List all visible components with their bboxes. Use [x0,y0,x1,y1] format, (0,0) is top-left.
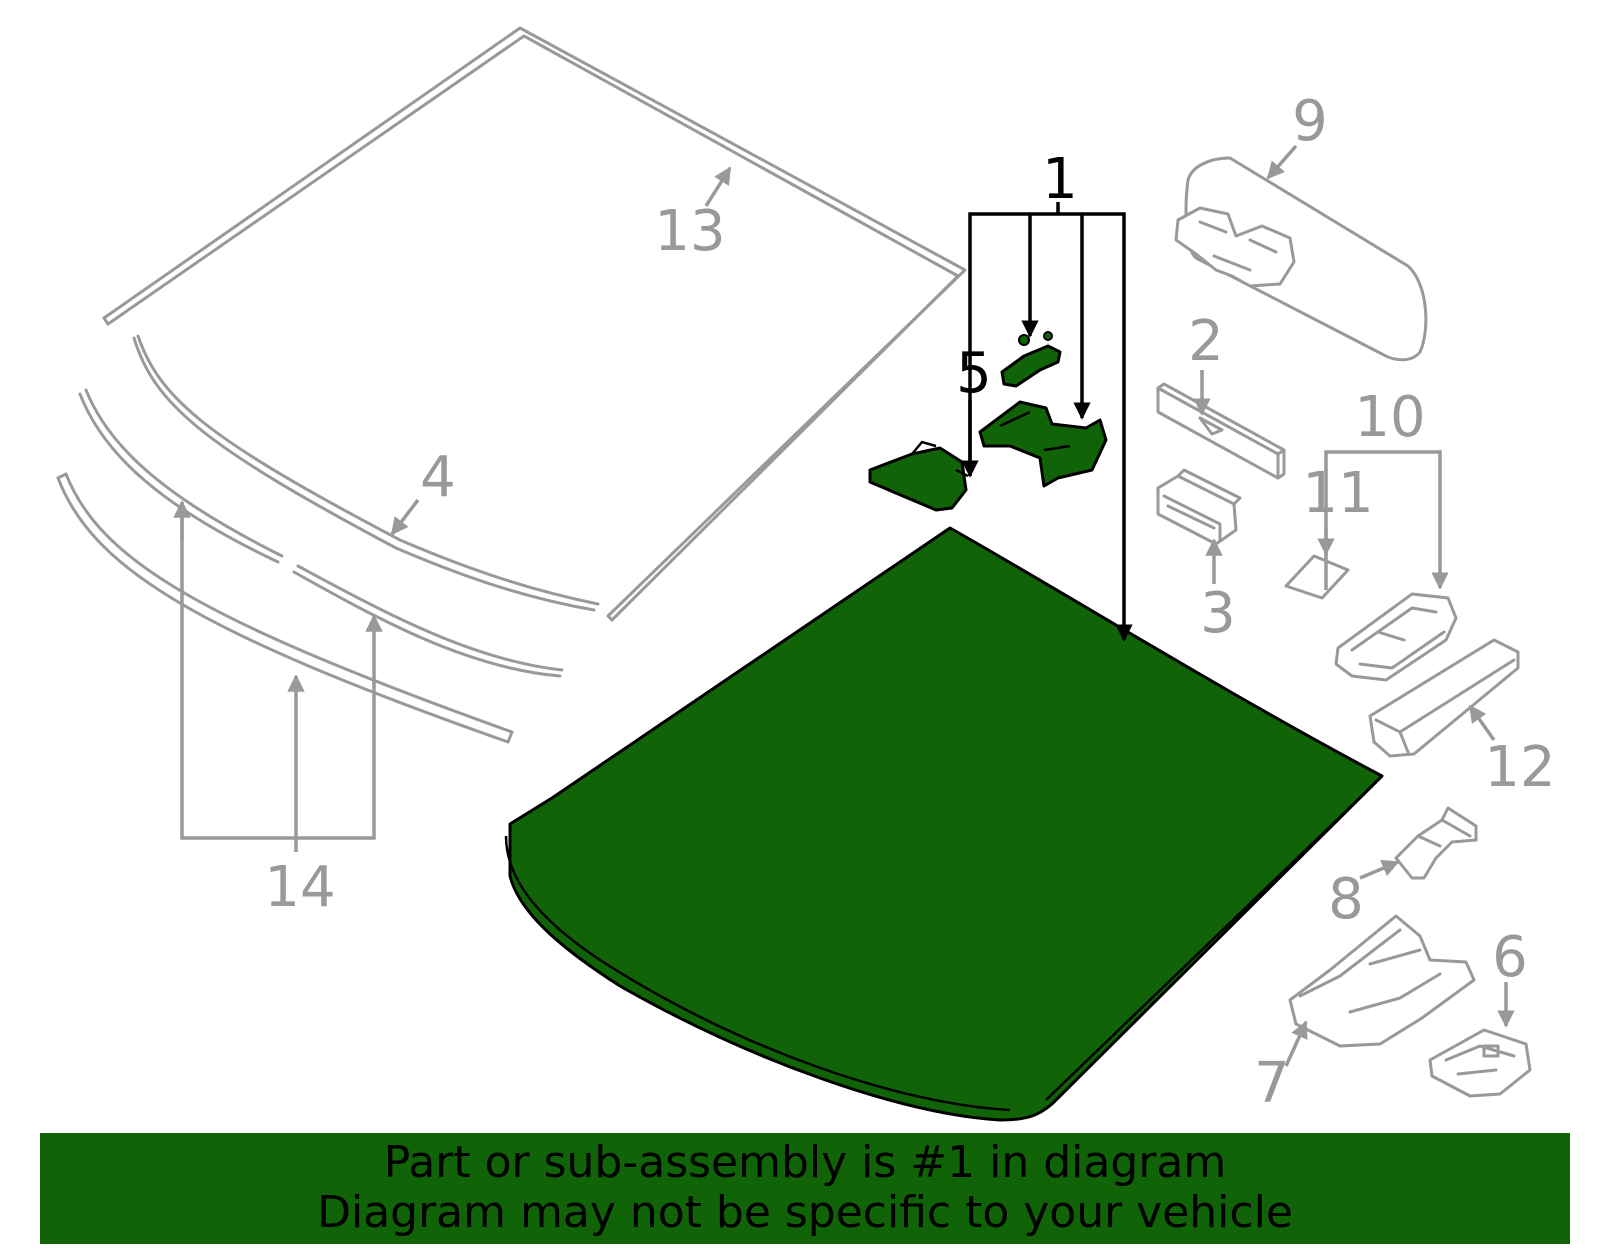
part-2-strip[interactable] [1156,382,1286,480]
callout-8: 8 [1328,867,1364,932]
banner-line-part-number: Part or sub-assembly is #1 in diagram [383,1137,1227,1188]
callout-12: 12 [1484,735,1555,800]
part-4-seal-strip[interactable] [132,334,600,612]
part-1-windshield-glass[interactable] [504,526,1384,1122]
leader-lines-gray [173,144,1515,1067]
callout-10: 10 [1354,385,1425,450]
leader-lines-black [961,202,1124,640]
part-1-bracket-small[interactable] [1000,331,1062,388]
part-6-sensor-module[interactable] [1428,1028,1532,1098]
callout-2: 2 [1188,309,1224,374]
part-11-pad[interactable] [1284,554,1350,600]
callout-6: 6 [1492,925,1528,990]
part-10-sensor-cover[interactable] [1334,592,1458,682]
part-7-housing-cover[interactable] [1288,914,1476,1048]
notice-banner: Part or sub-assembly is #1 in diagram Di… [40,1133,1570,1244]
callout-3: 3 [1200,581,1236,646]
part-14-trim-strips[interactable] [56,388,564,744]
part-12-trim-cover[interactable] [1368,638,1520,758]
callout-14: 14 [264,855,335,920]
callout-5: 5 [956,341,992,406]
banner-line-disclaimer: Diagram may not be specific to your vehi… [317,1187,1293,1238]
callout-9: 9 [1292,89,1328,154]
part-1-bracket-center[interactable] [978,400,1108,488]
part-13-windshield-molding[interactable] [102,26,967,622]
callout-7: 7 [1254,1051,1290,1116]
part-1-bracket-left[interactable] [868,440,969,512]
callout-13: 13 [654,199,725,264]
part-9-rearview-mirror[interactable] [1174,156,1428,362]
callout-1: 1 [1042,147,1078,212]
callout-4: 4 [420,445,456,510]
callout-11: 11 [1302,461,1373,526]
part-3-clip[interactable] [1156,468,1242,546]
part-8-bracket-clip[interactable] [1394,806,1478,880]
